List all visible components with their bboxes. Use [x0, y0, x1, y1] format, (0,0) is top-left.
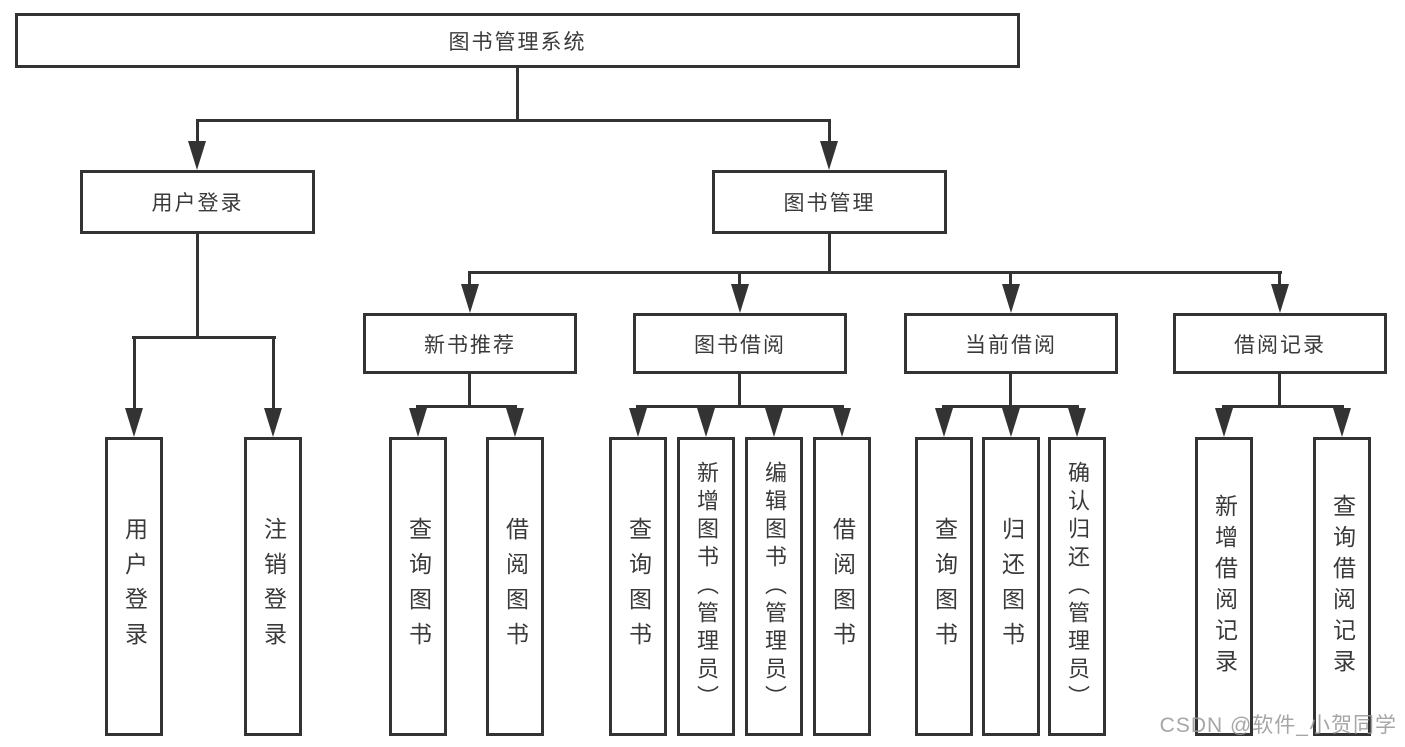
node-root: 图书管理系统 [15, 13, 1020, 68]
connector-mgmt-branch-1 [468, 271, 471, 287]
arrowhead-book-mgmt [820, 141, 838, 170]
connector-root-bus [196, 119, 831, 122]
leaf-logout-login: 注销登录 [244, 437, 302, 736]
arrowhead-add-borrow-record [1215, 408, 1233, 437]
node-book-borrowing-label: 图书借阅 [694, 333, 786, 357]
arrowhead-return-book [1002, 408, 1020, 437]
arrowhead-add-book [697, 408, 715, 437]
arrowhead-query-books-new [409, 408, 427, 437]
leaf-query-books-borrow: 查询图书 [609, 437, 667, 736]
connector-current-bus [942, 405, 1079, 408]
connector-newbook-bus [416, 405, 517, 408]
leaf-query-books-current: 查询图书 [915, 437, 973, 736]
arrowhead-borrow-records [1271, 284, 1289, 313]
leaf-user-login: 用户登录 [105, 437, 163, 736]
node-borrow-records-label: 借阅记录 [1234, 333, 1326, 357]
connector-mgmt-branch-4 [1278, 271, 1281, 287]
node-book-mgmt: 图书管理 [712, 170, 947, 234]
leaf-add-borrow-record: 新增借阅记录 [1195, 437, 1253, 736]
leaf-query-books-new-label: 查询图书 [405, 516, 432, 657]
connector-borrowing-bus [636, 405, 844, 408]
leaf-confirm-return-admin: 确认归还（管理员） [1048, 437, 1106, 736]
csdn-watermark: CSDN @软件_小贺同学 [1159, 714, 1397, 737]
leaf-return-book-label: 归还图书 [998, 516, 1025, 657]
arrowhead-edit-book [765, 408, 783, 437]
connector-borrowing-stem [738, 374, 741, 408]
connector-login-branch-1 [133, 336, 136, 412]
arrowhead-borrow-books-borrow [833, 408, 851, 437]
connector-root-branch-right [828, 119, 831, 145]
connector-current-stem [1009, 374, 1012, 408]
leaf-edit-book-admin-label: 编辑图书（管理员） [762, 460, 787, 713]
node-new-book-recommend-label: 新书推荐 [424, 333, 516, 357]
leaf-borrow-books-borrow-label: 借阅图书 [829, 516, 856, 657]
connector-mgmt-branch-3 [1009, 271, 1012, 287]
connector-records-bus [1222, 405, 1344, 408]
arrowhead-query-books-current [935, 408, 953, 437]
leaf-add-book-admin: 新增图书（管理员） [677, 437, 735, 736]
connector-root-branch-left [196, 119, 199, 145]
leaf-borrow-books-new-label: 借阅图书 [502, 516, 529, 657]
arrowhead-confirm-return [1068, 408, 1086, 437]
arrowhead-leaf-logout [264, 408, 282, 437]
leaf-borrow-books-borrow: 借阅图书 [813, 437, 871, 736]
leaf-return-book: 归还图书 [982, 437, 1040, 736]
node-book-mgmt-label: 图书管理 [783, 192, 876, 215]
leaf-user-login-label: 用户登录 [121, 516, 148, 657]
arrowhead-current-borrowing [1002, 284, 1020, 313]
leaf-query-borrow-record-label: 查询借阅记录 [1329, 493, 1356, 680]
leaf-query-books-current-label: 查询图书 [931, 516, 958, 657]
arrowhead-query-books-borrow [629, 408, 647, 437]
connector-mgmt-bus [468, 271, 1282, 274]
leaf-borrow-books-new: 借阅图书 [486, 437, 544, 736]
arrowhead-borrow-books-new [506, 408, 524, 437]
node-new-book-recommend: 新书推荐 [363, 313, 577, 374]
leaf-add-borrow-record-label: 新增借阅记录 [1211, 493, 1238, 680]
leaf-query-books-new: 查询图书 [389, 437, 447, 736]
node-current-borrowing: 当前借阅 [904, 313, 1118, 374]
arrowhead-new-book [461, 284, 479, 313]
leaf-confirm-return-admin-label: 确认归还（管理员） [1065, 460, 1090, 713]
leaf-edit-book-admin: 编辑图书（管理员） [745, 437, 803, 736]
connector-mgmt-branch-2 [738, 271, 741, 287]
arrowhead-user-login [188, 141, 206, 170]
arrowhead-query-borrow-record [1333, 408, 1351, 437]
connector-login-bus [132, 336, 276, 339]
node-book-borrowing: 图书借阅 [633, 313, 847, 374]
node-borrow-records: 借阅记录 [1173, 313, 1387, 374]
leaf-query-books-borrow-label: 查询图书 [625, 516, 652, 657]
node-current-borrowing-label: 当前借阅 [965, 333, 1057, 357]
connector-records-stem [1278, 374, 1281, 408]
connector-mgmt-stem [828, 234, 831, 274]
leaf-query-borrow-record: 查询借阅记录 [1313, 437, 1371, 736]
connector-login-stem [196, 234, 199, 339]
arrowhead-leaf-user-login [125, 408, 143, 437]
connector-root-stem [516, 68, 519, 122]
node-user-login: 用户登录 [80, 170, 315, 234]
arrowhead-book-borrowing [731, 284, 749, 313]
connector-newbook-stem [468, 374, 471, 408]
node-user-login-label: 用户登录 [151, 192, 244, 215]
leaf-logout-login-label: 注销登录 [260, 516, 287, 657]
leaf-add-book-admin-label: 新增图书（管理员） [694, 460, 719, 713]
connector-login-branch-2 [272, 336, 275, 412]
node-root-label: 图书管理系统 [448, 30, 587, 54]
